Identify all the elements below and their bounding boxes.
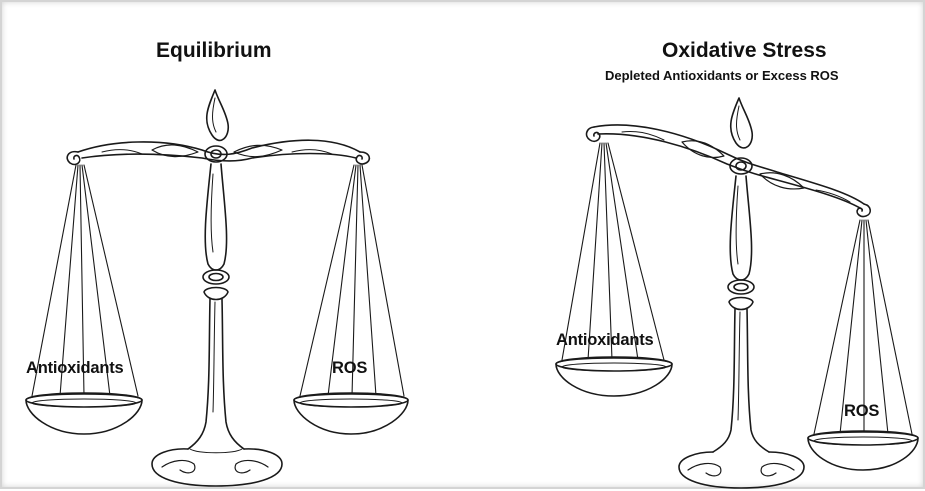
right-scale-finial bbox=[729, 97, 754, 149]
right-scale-stand bbox=[729, 175, 753, 281]
left-scale-right-curl bbox=[355, 151, 371, 165]
left-scale-finial bbox=[205, 89, 230, 142]
oxidative-stress-subtitle: Depleted Antioxidants or Excess ROS bbox=[605, 68, 839, 83]
left-scale-left-pan bbox=[25, 393, 143, 435]
equilibrium-scale bbox=[25, 89, 409, 487]
equilibrium-title: Equilibrium bbox=[156, 39, 272, 62]
right-scale-left-pan bbox=[555, 357, 673, 397]
left-scale-ros-label: ROS bbox=[332, 359, 368, 377]
right-scale-right-pan-strings bbox=[813, 219, 913, 435]
left-scale-antioxidants-label: Antioxidants bbox=[26, 359, 124, 377]
left-scale-beam bbox=[77, 139, 361, 156]
left-scale-left-pan-strings bbox=[31, 164, 139, 397]
right-scale-ros-label: ROS bbox=[844, 402, 880, 420]
right-scale-left-curl bbox=[585, 126, 601, 143]
right-scale-left-pan-strings bbox=[561, 142, 665, 361]
left-scale-stand bbox=[204, 163, 228, 271]
left-scale-right-pan bbox=[293, 393, 409, 435]
left-scale-base bbox=[151, 448, 283, 487]
oxidative-stress-scale bbox=[555, 97, 919, 489]
left-scale-left-curl bbox=[66, 150, 81, 166]
right-scale-right-pan bbox=[807, 431, 919, 471]
oxidative-stress-title: Oxidative Stress bbox=[662, 39, 827, 62]
left-scale-right-pan-strings bbox=[299, 164, 405, 397]
right-scale-antioxidants-label: Antioxidants bbox=[556, 331, 654, 349]
right-scale-beam bbox=[593, 124, 865, 205]
right-scale-right-curl bbox=[856, 203, 872, 218]
right-scale-base bbox=[678, 451, 805, 489]
